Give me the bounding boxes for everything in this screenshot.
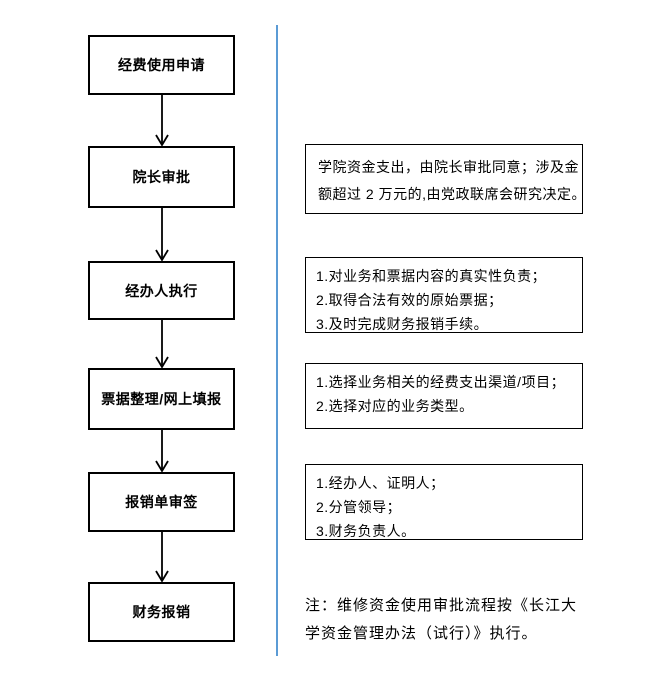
divider-line — [276, 25, 278, 656]
flow-step-label: 经费使用申请 — [118, 57, 205, 73]
annotation-line: 学院资金支出，由院长审批同意；涉及金 — [318, 159, 579, 175]
down-arrow-icon — [155, 208, 169, 261]
annotation-handler-duties: 1.对业务和票据内容的真实性负责； 2.取得合法有效的原始票据； 3.及时完成财… — [305, 257, 583, 333]
annotation-line: 1.经办人、证明人； — [316, 475, 445, 491]
annotation-dean-approval: 学院资金支出，由院长审批同意；涉及金 额超过 2 万元的,由党政联席会研究决定。 — [305, 144, 586, 214]
flow-step-label: 报销单审签 — [125, 494, 198, 510]
annotation-line: 1.对业务和票据内容的真实性负责； — [316, 268, 547, 284]
flow-step-financial-reimbursement: 财务报销 — [88, 582, 235, 642]
annotation-line: 2.分管领导； — [316, 499, 402, 515]
annotation-signers: 1.经办人、证明人； 2.分管领导； 3.财务负责人。 — [305, 464, 583, 540]
flow-step-expense-application: 经费使用申请 — [88, 35, 235, 95]
annotation-line: 1.选择业务相关的经费支出渠道/项目； — [316, 374, 566, 390]
down-arrow-icon — [155, 320, 169, 368]
annotation-line: 2.取得合法有效的原始票据； — [316, 292, 503, 308]
flow-step-label: 经办人执行 — [125, 282, 198, 299]
flow-step-handler-execution: 经办人执行 — [88, 261, 235, 320]
footnote-line: 学资金管理办法（试行）》执行。 — [305, 625, 538, 642]
down-arrow-icon — [155, 95, 169, 146]
down-arrow-icon — [155, 430, 169, 472]
annotation-line: 2.选择对应的业务类型。 — [316, 398, 474, 414]
flow-step-invoice-online-filing: 票据整理/网上填报 — [88, 368, 235, 430]
down-arrow-icon — [155, 532, 169, 582]
footnote: 注：维修资金使用审批流程按《长江大 学资金管理办法（试行）》执行。 — [305, 592, 595, 648]
footnote-line: 注：维修资金使用审批流程按《长江大 — [305, 597, 578, 614]
annotation-line: 额超过 2 万元的,由党政联席会研究决定。 — [318, 186, 586, 202]
flow-step-dean-approval: 院长审批 — [88, 146, 235, 208]
flow-step-reimbursement-form-signing: 报销单审签 — [88, 472, 235, 532]
flow-step-label: 票据整理/网上填报 — [101, 391, 222, 407]
annotation-online-filing: 1.选择业务相关的经费支出渠道/项目； 2.选择对应的业务类型。 — [305, 363, 583, 429]
flow-step-label: 财务报销 — [132, 604, 191, 620]
annotation-line: 3.财务负责人。 — [316, 523, 416, 539]
flow-step-label: 院长审批 — [132, 169, 191, 185]
annotation-line: 3.及时完成财务报销手续。 — [316, 316, 489, 332]
